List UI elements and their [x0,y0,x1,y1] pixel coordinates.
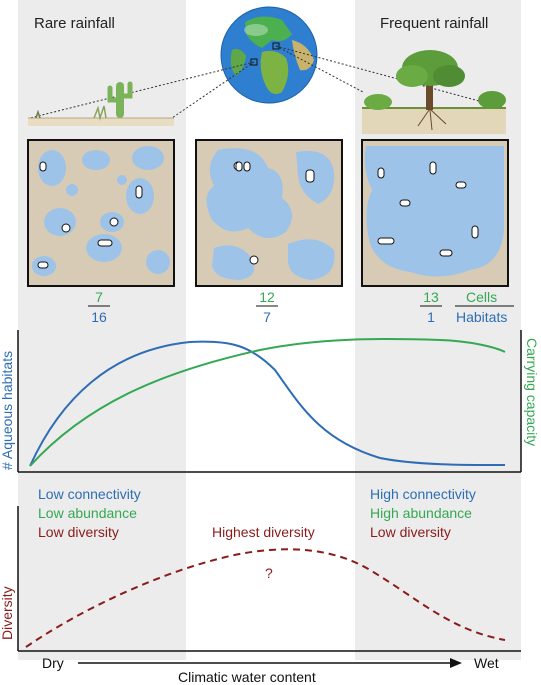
right-title: Frequent rainfall [380,15,489,32]
globe-icon [220,6,318,104]
dry-connectivity-label: Low connectivity [38,486,141,502]
mid-cells-count: 12 [259,289,275,305]
diversity-curve [25,548,506,648]
desert-landscape-icon [28,81,174,126]
wet-abundance-label: High abundance [370,505,472,521]
soil-panel-wet [361,139,509,287]
question-mark: ? [265,565,273,581]
wet-diversity-label: Low diversity [370,524,451,540]
wet-habitats-count: 1 [427,309,435,325]
carrying-capacity-curve [29,338,506,467]
diversity-axis-label: Diversity [0,586,15,640]
left-title: Rare rainfall [34,15,115,32]
carrying-capacity-axis-label: Carrying capacity [524,338,540,447]
dry-diversity-label: Low diversity [38,524,119,540]
soil-panel-mid [195,139,343,287]
wet-cells-count: 13 [423,289,439,305]
aqueous-habitats-axis-label: # Aqueous habitats [0,350,15,470]
dry-band [18,0,186,660]
dry-habitats-count: 16 [91,309,107,325]
mid-diversity-label: Highest diversity [212,524,315,540]
x-axis-title: Climatic water content [178,669,316,685]
dry-abundance-label: Low abundance [38,505,137,521]
dry-cells-count: 7 [95,289,103,305]
x-axis-wet-label: Wet [474,655,499,671]
legend-habitats: Habitats [456,309,508,325]
wet-connectivity-label: High connectivity [370,486,476,502]
mid-habitats-count: 7 [263,309,271,325]
globe-marker-wet [272,42,280,50]
globe-marker-dry [250,58,258,66]
forest-landscape-icon [362,50,506,134]
projection-lines [29,45,506,119]
legend-cells: Cells [466,289,498,305]
x-axis-arrowhead [450,658,462,668]
x-axis-dry-label: Dry [42,655,64,671]
aqueous-habitats-curve [29,340,506,467]
soil-panel-dry [27,139,175,287]
